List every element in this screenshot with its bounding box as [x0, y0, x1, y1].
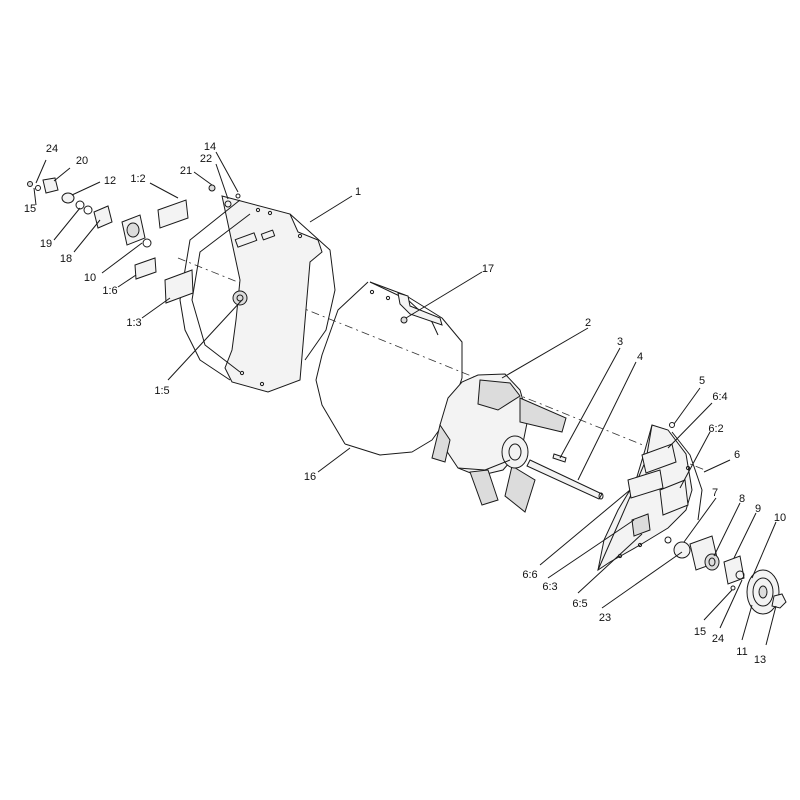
leader-lines — [33, 151, 777, 646]
callout-6: 6 — [734, 449, 740, 461]
callout-23: 23 — [599, 612, 611, 624]
callout-1-2: 1:2 — [130, 173, 145, 185]
bracket-6-5 — [631, 513, 651, 537]
callout-10-right: 10 — [774, 512, 786, 524]
callout-10-left: 10 — [84, 272, 96, 284]
decal-group-left — [134, 199, 194, 304]
callout-6-6: 6:6 — [522, 569, 537, 581]
callout-18: 18 — [60, 253, 72, 265]
callout-21: 21 — [180, 165, 192, 177]
callout-6-2: 6:2 — [708, 423, 723, 435]
decal-6-4 — [641, 443, 677, 474]
left-side-plate — [179, 195, 336, 393]
callout-24-right: 24 — [712, 633, 724, 645]
callout-1-3: 1:3 — [126, 317, 141, 329]
callout-2: 2 — [585, 317, 591, 329]
callout-20: 20 — [76, 155, 88, 167]
callout-labels: 24 20 12 15 19 18 10 1:6 1:3 1:2 21 22 1… — [24, 141, 786, 666]
decal-1-2 — [157, 199, 189, 229]
callout-13: 13 — [754, 654, 766, 666]
left-bearing-hardware — [27, 177, 241, 248]
callout-15-left: 15 — [24, 203, 36, 215]
callout-9: 9 — [755, 503, 761, 515]
right-side-plate — [597, 422, 703, 572]
impeller — [431, 373, 567, 513]
callout-7: 7 — [712, 487, 718, 499]
callout-3: 3 — [617, 336, 623, 348]
hex-nut — [771, 593, 787, 609]
callout-5: 5 — [699, 375, 705, 387]
callout-1-5: 1:5 — [154, 385, 169, 397]
callout-19: 19 — [40, 238, 52, 250]
callout-22: 22 — [200, 153, 212, 165]
callout-6-3: 6:3 — [542, 581, 557, 593]
callout-1-6: 1:6 — [102, 285, 117, 297]
callout-8: 8 — [739, 493, 745, 505]
callout-1: 1 — [355, 186, 361, 198]
callout-14: 14 — [204, 141, 216, 153]
decal-6-3 — [627, 469, 664, 499]
decal-1-3 — [164, 269, 194, 304]
callout-11: 11 — [736, 646, 747, 658]
callout-6-5: 6:5 — [572, 598, 587, 610]
shaft-key — [552, 453, 567, 463]
callout-17: 17 — [482, 263, 494, 275]
shaft-and-key — [526, 453, 604, 500]
callout-12: 12 — [104, 175, 116, 187]
callout-4: 4 — [637, 351, 643, 363]
callout-15-right: 15 — [694, 626, 706, 638]
callout-24-left: 24 — [46, 143, 58, 155]
callout-16: 16 — [304, 471, 316, 483]
decal-6-2 — [659, 479, 689, 516]
callout-6-4: 6:4 — [712, 391, 727, 403]
decal-1-6 — [134, 257, 157, 280]
right-bearing-hardware — [664, 535, 787, 615]
